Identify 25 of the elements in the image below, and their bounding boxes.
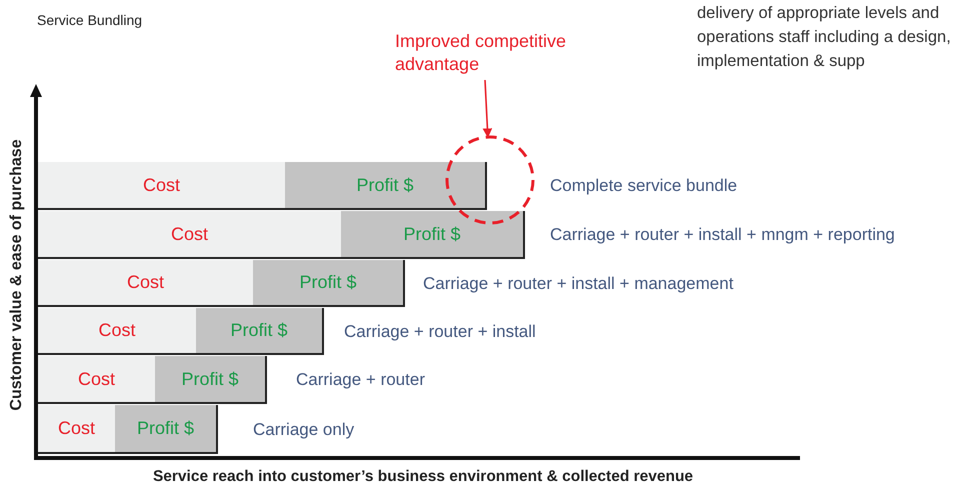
bundle-label: Carriage + router + install [344, 322, 536, 342]
cost-segment: Cost [38, 405, 115, 454]
dashed-circle [446, 136, 534, 224]
cost-segment: Cost [38, 211, 341, 259]
cost-segment: Cost [38, 162, 285, 210]
profit-segment: Profit $ [155, 356, 267, 404]
bundle-label: Carriage + router + install + mngm + reporting [550, 225, 895, 245]
axis-label: Customer value & ease of purchase [8, 139, 26, 411]
bundle-label: Complete service bundle [550, 176, 738, 196]
profit-segment: Profit $ [341, 211, 525, 259]
cost-segment: Cost [38, 308, 196, 355]
bundle-label: Carriage + router + install + management [423, 274, 734, 294]
cost-segment: Cost [38, 356, 155, 404]
profit-segment: Profit $ [285, 162, 487, 210]
callout-text: Improved competitive advantage [395, 30, 595, 76]
bundle-label: Carriage + router [296, 370, 425, 390]
profit-segment: Profit $ [196, 308, 324, 355]
diagram-title: Service Bundling [37, 12, 142, 28]
arrow [482, 80, 492, 138]
note-text: delivery of appropriate levels and operations staff including a design, implementation & supp [697, 3, 952, 72]
bundle-label: Carriage only [253, 420, 354, 440]
profit-segment: Profit $ [253, 260, 405, 307]
cost-segment: Cost [38, 260, 253, 307]
profit-segment: Profit $ [115, 405, 218, 454]
axis-label: Service reach into customer’s business environment & collected revenue [152, 468, 694, 485]
